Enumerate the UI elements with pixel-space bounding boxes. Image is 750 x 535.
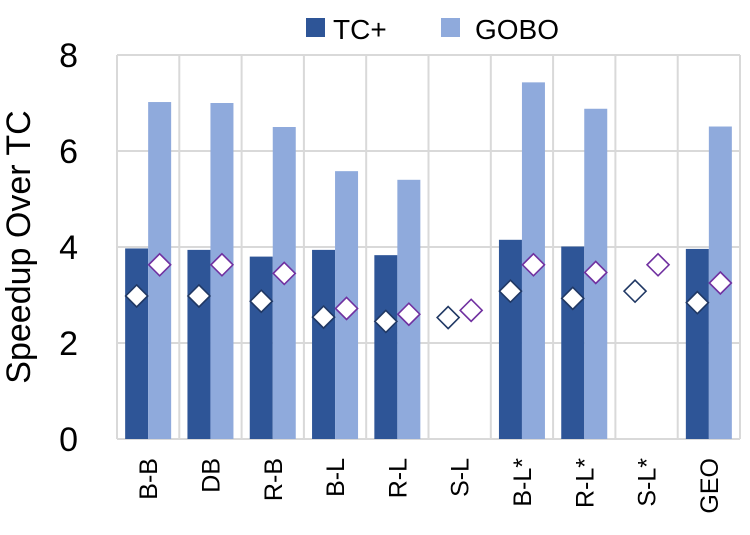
bar-tc-plus-b-b	[125, 248, 149, 439]
marker-2-b-l-star	[521, 252, 546, 277]
marker-2-db	[209, 252, 235, 277]
legend-swatch-gobo	[441, 18, 460, 37]
legend-swatch-tc-plus	[306, 18, 325, 37]
x-tick-label-db: DB	[197, 458, 225, 493]
x-tick-label-b-l: B-L	[322, 458, 350, 497]
marker-2-b-b	[147, 252, 172, 277]
y-axis-label: Speedup Over TC	[0, 110, 38, 383]
marker-1-r-b	[249, 289, 274, 314]
x-tick-label-s-l-star: S-L*	[634, 458, 662, 507]
marker-2-r-l-star	[583, 260, 608, 285]
x-tick-label-geo: GEO	[696, 458, 724, 514]
marker-2-s-l	[459, 298, 484, 323]
bar-tc-plus-b-l-star	[498, 239, 522, 439]
bar-tc-plus-r-l	[374, 255, 398, 439]
marker-1-r-l-star	[560, 286, 585, 311]
x-axis-ticks: B-B DB R-B B-L R-L S-L B-L* R-L* S-L* GEO	[135, 458, 724, 514]
x-tick-label-r-l-star: R-L*	[571, 458, 599, 508]
legend-label-tc-plus: TC+	[333, 14, 387, 45]
bar-tc-plus-db	[187, 249, 211, 439]
x-tick-label-r-b: R-B	[260, 458, 288, 501]
marker-1-s-l	[436, 305, 461, 330]
x-tick-label-b-b: B-B	[135, 458, 163, 500]
grid	[116, 54, 741, 440]
y-tick-label: 6	[59, 133, 78, 171]
marker-1-r-l	[373, 309, 398, 334]
marker-1-b-l	[311, 304, 336, 330]
marker-2-r-l	[396, 302, 421, 327]
marker-1-s-l-star	[622, 279, 648, 304]
marker-2-b-l	[334, 296, 359, 321]
marker-1-b-b	[124, 283, 149, 309]
marker-2-r-b	[272, 261, 297, 286]
bar-tc-plus-geo	[685, 248, 709, 439]
x-tick-label-s-l: S-L	[447, 458, 475, 497]
marker-2-geo	[708, 270, 733, 296]
marker-1-geo	[685, 290, 710, 315]
markers	[124, 252, 733, 334]
marker-1-db	[186, 283, 212, 309]
x-tick-label-r-l: R-L	[384, 458, 412, 498]
y-tick-label: 8	[59, 37, 78, 75]
bar-tc-plus-r-b	[249, 256, 273, 439]
y-tick-label: 0	[59, 421, 78, 459]
marker-1-b-l-star	[498, 279, 523, 304]
y-tick-label: 2	[59, 325, 78, 363]
marker-2-s-l-star	[645, 252, 671, 277]
bar-tc-plus-b-l	[312, 249, 336, 439]
y-tick-label: 4	[59, 229, 78, 267]
bar-tc-plus-r-l-star	[561, 246, 585, 439]
y-axis-ticks: 0 2 4 6 8	[59, 37, 78, 459]
legend: TC+ GOBO	[306, 14, 559, 45]
x-tick-label-b-l-star: B-L*	[509, 458, 537, 507]
legend-label-gobo: GOBO	[475, 14, 559, 45]
